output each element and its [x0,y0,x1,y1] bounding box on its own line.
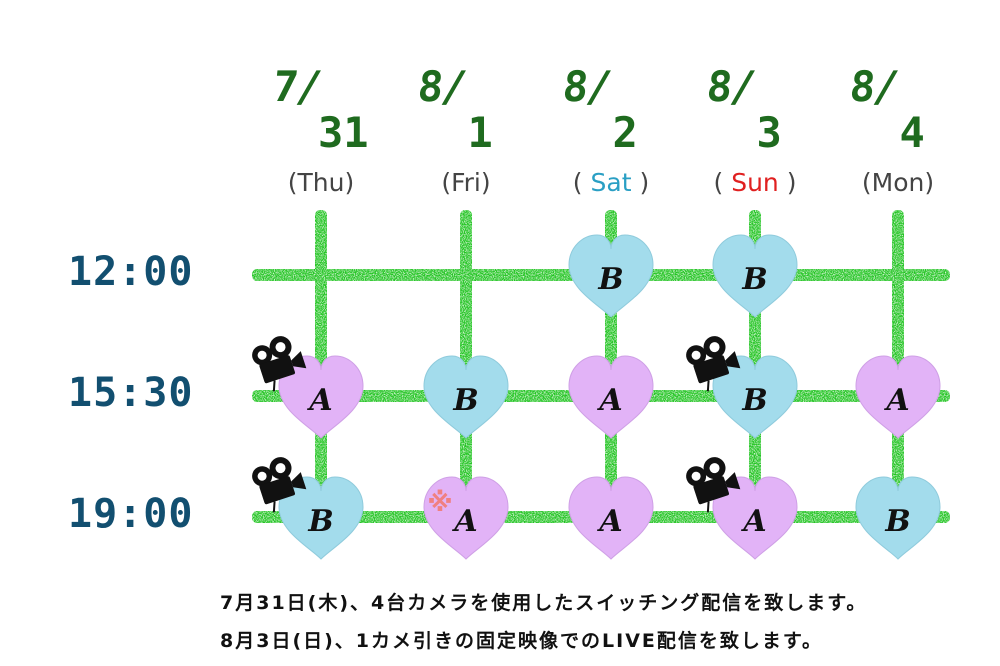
slot-8/1-15:30-group-B[interactable]: B [423,355,509,439]
paren: ( [713,168,732,197]
group-label: A [740,504,766,539]
heart-icon [568,234,654,318]
weekday-name: Thu [297,168,345,197]
paren: ( [572,168,591,197]
date-month: 7/ [270,62,323,111]
slot-8/2-15:30-group-A[interactable]: A [568,355,654,439]
group-label: A [596,383,622,418]
paren: ) [778,168,797,197]
slot-8/3-19:00-group-A[interactable]: A [683,452,798,560]
weekday-name: Sat [590,168,632,197]
group-label: B [597,262,623,297]
date-month: 8/ [847,62,900,111]
movie-camera-icon [252,336,307,392]
movie-camera-icon [686,457,741,513]
group-label: B [307,504,333,539]
heart-icon [855,476,941,560]
group-label: B [452,383,478,418]
paren: ( [861,168,872,197]
paren: ) [924,168,935,197]
time-label: 19:00 [68,491,194,537]
slot-8/3-15:30-group-B[interactable]: B [683,331,798,439]
weekday-name: Sun [731,168,779,197]
slot-8/1-19:00-group-A[interactable]: A※ [423,476,509,560]
heart-icon [278,355,364,439]
date-day: 4 [899,108,925,157]
weekday-name: Fri [451,168,481,197]
slot-8/2-12:00-group-B[interactable]: B [568,234,654,318]
slot-8/3-12:00-group-B[interactable]: B [712,234,798,318]
slot-7/31-15:30-group-A[interactable]: A [249,331,364,439]
weekday-label-thu: (Thu) [266,168,376,197]
group-label: A [451,504,477,539]
weekday-label-sun: ( Sun ) [700,168,810,197]
heart-icon [423,355,509,439]
weekday-label-mon: (Mon) [843,168,953,197]
date-month: 8/ [560,62,613,111]
date-day: 31 [318,108,369,157]
slot-8/4-15:30-group-A[interactable]: A [855,355,941,439]
heart-icon [423,476,509,560]
paren: ( [441,168,452,197]
slot-7/31-19:00-group-B[interactable]: B [249,452,364,560]
group-label: B [741,383,767,418]
paren: ( [287,168,298,197]
heart-icon [712,355,798,439]
group-label: A [596,504,622,539]
note-fixed-live-broadcast: 8月3日(日)、1カメ引きの固定映像でのLIVE配信を致します。 [220,630,823,652]
group-label: B [884,504,910,539]
reference-mark-icon: ※ [427,488,452,518]
time-label: 12:00 [68,249,194,295]
movie-camera-icon [252,457,307,513]
group-label: B [741,262,767,297]
heart-icon [278,476,364,560]
paren: ) [480,168,491,197]
slot-8/4-19:00-group-B[interactable]: B [855,476,941,560]
heart-icon [568,476,654,560]
weekday-label-sat: ( Sat ) [556,168,666,197]
date-day: 1 [467,108,493,157]
group-label: A [306,383,332,418]
date-month: 8/ [704,62,757,111]
heart-icon [568,355,654,439]
weekday-label-fri: (Fri) [411,168,521,197]
paren: ) [631,168,650,197]
movie-camera-icon [686,336,741,392]
heart-icon [712,234,798,318]
slot-8/2-19:00-group-A[interactable]: A [568,476,654,560]
date-day: 2 [612,108,638,157]
paren: ) [344,168,355,197]
date-month: 8/ [415,62,468,111]
date-day: 3 [756,108,782,157]
weekday-name: Mon [871,168,925,197]
time-label: 15:30 [68,370,194,416]
heart-icon [855,355,941,439]
heart-icon [712,476,798,560]
note-switching-broadcast: 7月31日(木)、4台カメラを使用したスイッチング配信を致します。 [220,592,868,614]
group-label: A [883,383,909,418]
